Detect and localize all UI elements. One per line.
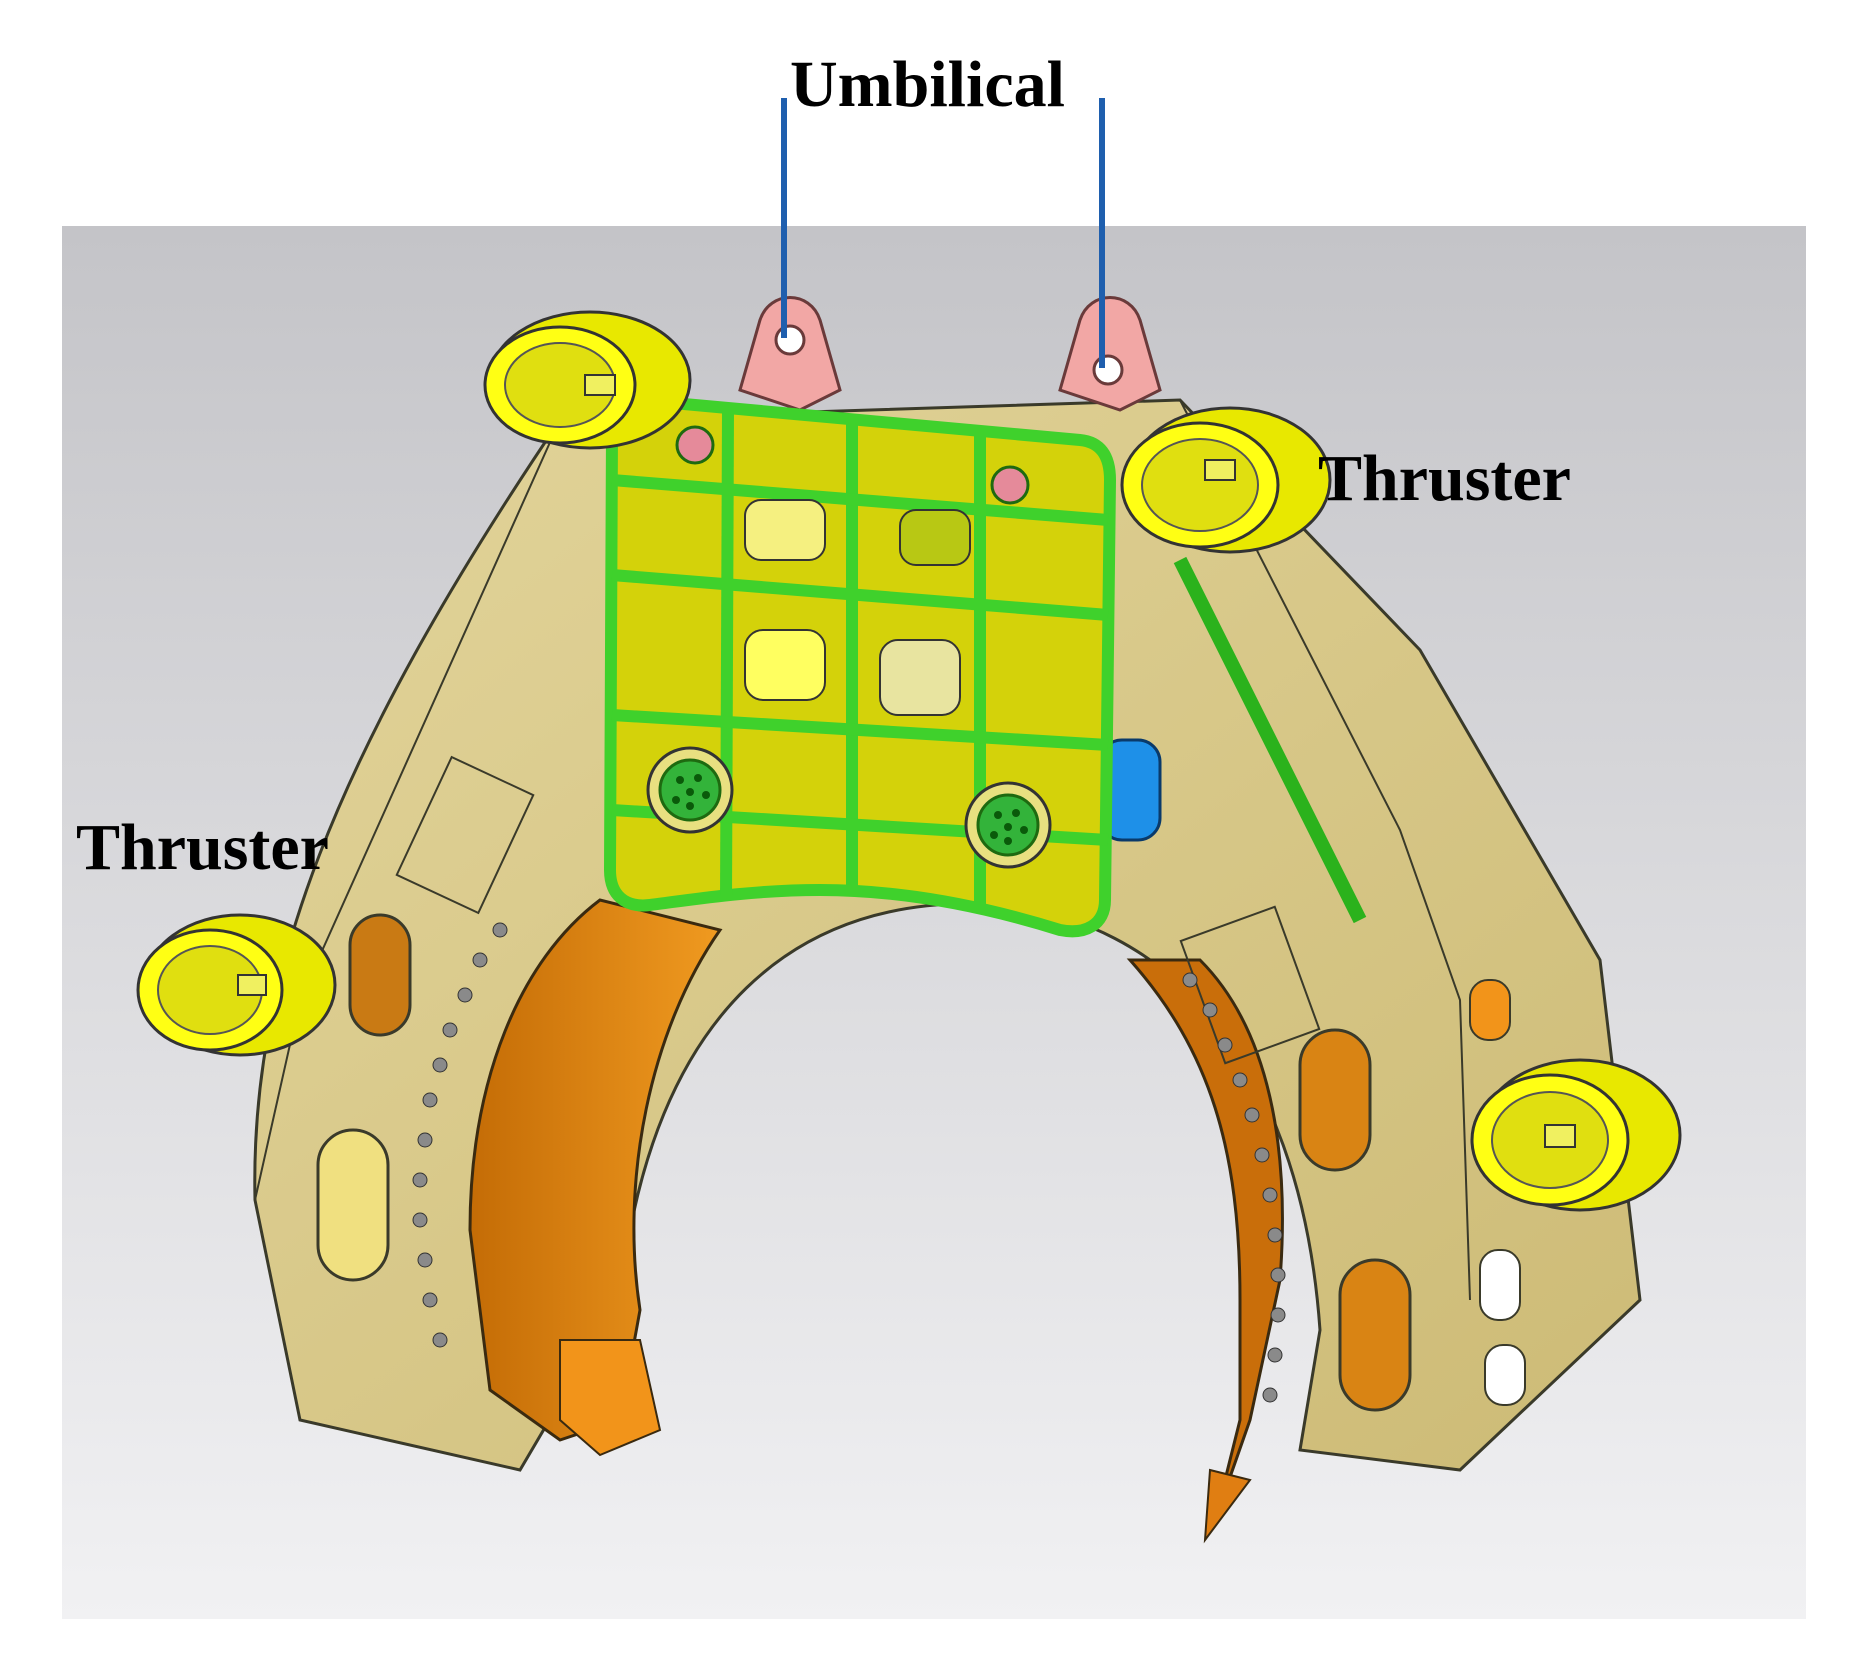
right-clamp-shoe xyxy=(1126,958,1284,1521)
thruster-top-right xyxy=(1120,406,1332,554)
clamp-frame xyxy=(253,398,1642,1544)
lifting-eye-left xyxy=(738,296,842,412)
umbilical-connector-left xyxy=(646,746,734,834)
thruster-label-left: Thruster xyxy=(76,811,329,884)
actuator-rod xyxy=(1173,556,1367,924)
frame-cutout xyxy=(316,1128,390,1282)
thruster-right xyxy=(1470,1058,1682,1212)
thruster-left xyxy=(136,913,337,1057)
thruster-top-left xyxy=(483,310,692,450)
thruster-label-right: Thruster xyxy=(1318,442,1571,515)
umbilical-connector-right xyxy=(964,781,1052,869)
umbilical-label: Umbilical xyxy=(790,48,1065,121)
lifting-eye-right xyxy=(1058,296,1162,412)
